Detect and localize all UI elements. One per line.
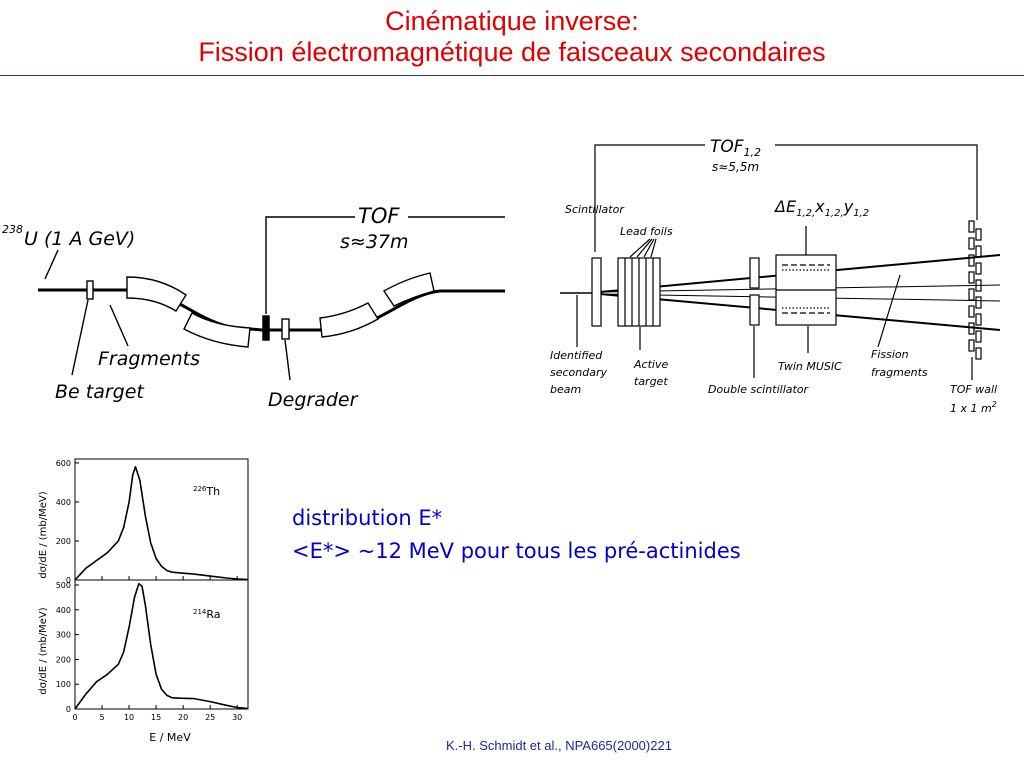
lead-foils-label: Lead foils: [620, 225, 673, 238]
chart-2-ytick-label: 300: [56, 631, 71, 640]
be-target-label: Be target: [55, 381, 145, 403]
tof-distance-label: s≈37m: [340, 231, 409, 253]
chart-1-ylabel: dσ/dE / (mb/MeV): [38, 491, 49, 578]
chart-2-ytick-label: 200: [56, 655, 71, 664]
double-scintillator-lower: [749, 294, 760, 326]
chart-1-ytick-label: 0: [66, 576, 71, 585]
tof12-label: TOF1,2: [710, 137, 761, 159]
chart-2-ytick-label: 500: [56, 581, 71, 590]
mean-energy-caption: <E*> ~12 MeV pour tous les pré-actinides: [292, 539, 741, 563]
degrader-pointer: [284, 339, 291, 381]
chart-2-nucleus-label: 214Ra: [193, 608, 221, 621]
delta-e-x-y-label: ΔE1,2,x1,2,y1,2: [773, 197, 869, 219]
excitation-energy-charts: dσ/dE / (mb/MeV) dσ/dE / (mb/MeV) E / Me…: [38, 458, 249, 744]
fission-fragments-pointer: [877, 274, 901, 348]
dipole-magnet-2: [183, 312, 251, 348]
slide-title-line-2: Fission électromagnétique de faisceaux s…: [198, 37, 826, 67]
dipole-magnet-4: [383, 272, 435, 307]
fragments-pointer: [109, 304, 129, 347]
active-target-label-1: Active: [633, 358, 668, 371]
identified-beam-label-3: beam: [550, 383, 581, 396]
double-scintillator-upper: [749, 257, 760, 289]
fragment-separator-diagram: 238 U (1 A GeV) TOF s≈37m Fragments Be t…: [2, 204, 505, 411]
fission-fragments-label-2: fragments: [871, 366, 928, 379]
dipole-magnet-1: [126, 276, 187, 312]
chart-1-ytick-label: 200: [56, 537, 71, 546]
chart-2-ytick-label: 0: [66, 705, 71, 714]
chart-2-frame: [74, 579, 249, 710]
degrader: [281, 318, 290, 340]
scintillator: [591, 257, 602, 327]
x-tick-label: 10: [124, 713, 134, 722]
tof-bracket: [265, 216, 505, 314]
slide-title-line-1: Cinématique inverse:: [385, 6, 639, 36]
tof12-distance-label: s≈5,5m: [712, 160, 759, 174]
tof12-bracket: [594, 144, 978, 252]
be-target-pointer: [71, 299, 89, 376]
beam-label: U (1 A GeV): [24, 228, 135, 250]
chart-2-curve: [74, 582, 249, 710]
distribution-caption: distribution E*: [292, 506, 443, 530]
chart-2-ytick-label: 100: [56, 680, 71, 689]
fragments-label: Fragments: [98, 348, 200, 370]
degrader-label: Degrader: [268, 389, 359, 411]
x-tick-label: 25: [205, 713, 215, 722]
beam-line: [38, 288, 505, 332]
lead-foils-pointers: [629, 238, 657, 258]
scintillator-label: Scintillator: [565, 203, 625, 216]
beam-mass-label: 238: [2, 223, 23, 236]
be-target: [86, 280, 94, 300]
active-target-label-2: target: [634, 375, 668, 388]
beam-pointer: [44, 249, 59, 280]
chart-1-curve: [74, 466, 249, 581]
intermediate-scintillator: [262, 315, 270, 341]
twin-music-label: Twin MUSIC: [778, 360, 842, 373]
fission-fragments-label-1: Fission: [871, 348, 909, 361]
x-tick-label: 5: [99, 713, 104, 722]
chart-1-ytick-label: 400: [56, 498, 71, 507]
identified-beam-label-1: Identified: [550, 349, 603, 362]
double-scintillator-label: Double scintillator: [708, 383, 810, 396]
chart-2-ytick-label: 400: [56, 606, 71, 615]
x-tick-label: 30: [232, 713, 242, 722]
tof-wall-label-1: TOF wall: [950, 383, 997, 396]
x-tick-label: 0: [72, 713, 77, 722]
tof-label: TOF: [358, 204, 400, 228]
chart-2-ylabel: dσ/dE / (mb/MeV): [38, 607, 49, 694]
dipole-magnet-3: [319, 302, 379, 338]
chart-1-ytick-label: 600: [56, 459, 71, 468]
lead-foils: [624, 258, 654, 326]
title-divider: [0, 75, 1024, 76]
chart-1-nucleus-label: 226Th: [193, 485, 220, 498]
fission-setup-diagram: TOF1,2 s≈5,5m Scintillator Lead foils ΔE…: [550, 137, 1001, 415]
x-tick-label: 20: [178, 713, 188, 722]
x-tick-label: 15: [151, 713, 161, 722]
reference-citation: K.-H. Schmidt et al., NPA665(2000)221: [446, 738, 672, 753]
identified-beam-label-2: secondary: [550, 366, 607, 379]
tof-wall: [968, 220, 982, 360]
x-axis-label: E / MeV: [149, 731, 191, 744]
tof-wall-label-2: 1 x 1 m2: [950, 400, 997, 415]
chart-1-frame: [74, 458, 249, 581]
